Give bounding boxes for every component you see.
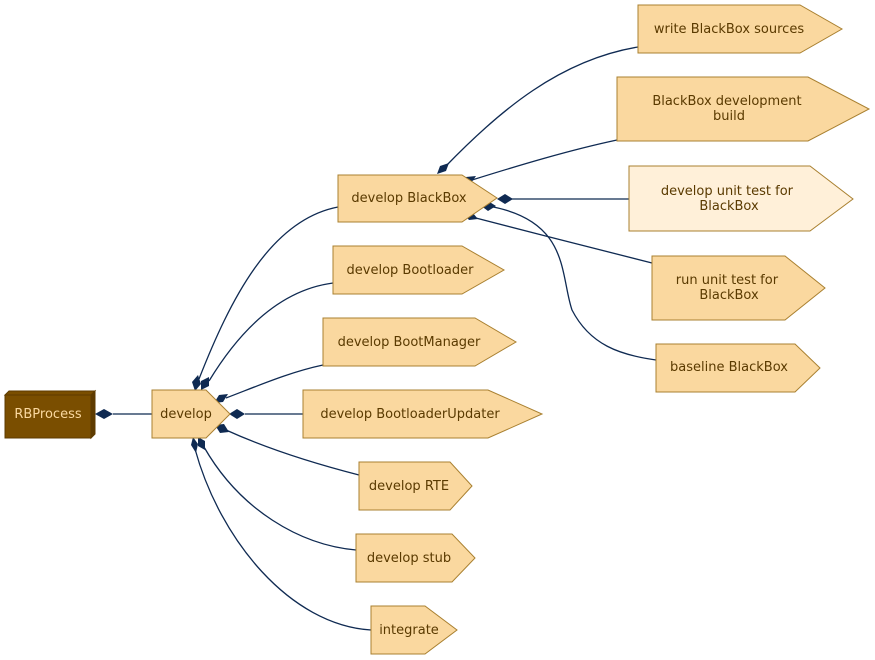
node-develop[interactable]: develop [151, 389, 231, 439]
edges [113, 46, 657, 631]
edge-develop-rte [225, 429, 360, 476]
develop-bootmanager-shape [322, 317, 517, 367]
develop-rte-shape [358, 461, 473, 511]
rbprocess-box-side [90, 389, 96, 440]
develop-bootloader-label: develop Bootloader [347, 263, 475, 278]
baseline-blackbox-shape [655, 343, 821, 393]
diamond-marker-icon [95, 409, 113, 419]
blackbox-development-build-line-2: build [713, 109, 745, 124]
develop-rte-label: develop RTE [369, 479, 449, 494]
node-develop-rte[interactable]: develop RTE [358, 461, 473, 511]
node-develop-bootloaderupdater[interactable]: develop BootloaderUpdater [302, 389, 544, 439]
edge-blackbox-run-test [471, 216, 653, 264]
diamond-marker-icon [191, 437, 198, 453]
diamond-marker-icon [437, 163, 449, 174]
diamond-marker-icon [229, 409, 245, 419]
edge-develop-integrate [194, 448, 372, 631]
edge-develop-bootmanager [225, 364, 324, 399]
diamond-marker-icon [198, 437, 205, 450]
edge-blackbox-write-sources [444, 46, 639, 168]
rbprocess-box-top [3, 390, 97, 396]
rbprocess-label: RBProcess [14, 407, 81, 422]
edge-develop-bootloader [208, 282, 334, 382]
write-blackbox-sources-label: write BlackBox sources [654, 22, 804, 37]
diamond-marker-icon [497, 194, 513, 204]
develop-blackbox-shape [337, 174, 498, 223]
develop-bootloaderupdater-label: develop BootloaderUpdater [320, 407, 500, 422]
rbprocess-box-front [4, 394, 92, 439]
node-write-blackbox-sources[interactable]: write BlackBox sources [637, 4, 844, 54]
develop-shape [151, 389, 231, 439]
edge-develop-stub [203, 446, 357, 551]
run-unit-test-shape [651, 255, 826, 321]
develop-label: develop [160, 407, 212, 422]
blackbox-development-build-label: BlackBox development build [652, 94, 805, 124]
diamond-marker-icon [215, 424, 229, 433]
diamond-marker-icon [201, 377, 209, 390]
blackbox-development-build-line-1: BlackBox development [652, 94, 801, 109]
run-unit-test-line-1: run unit test for [676, 273, 779, 288]
diamond-marker-icon [192, 375, 201, 391]
node-develop-stub[interactable]: develop stub [355, 533, 476, 583]
edge-blackbox-baseline [487, 205, 657, 361]
develop-unit-test-line-2: BlackBox [699, 199, 759, 214]
node-develop-bootloader[interactable]: develop Bootloader [332, 245, 506, 295]
develop-unit-test-line-1: develop unit test for [661, 184, 794, 199]
node-develop-unit-test[interactable]: develop unit test for BlackBox [628, 165, 854, 232]
run-unit-test-label: run unit test for BlackBox [676, 273, 782, 303]
develop-bootmanager-label: develop BootManager [338, 335, 481, 350]
blackbox-development-build-shape [616, 76, 871, 142]
develop-bootloader-shape [332, 245, 506, 295]
node-blackbox-development-build[interactable]: BlackBox development build [616, 76, 871, 142]
develop-bootloaderupdater-shape [302, 389, 544, 439]
node-run-unit-test[interactable]: run unit test for BlackBox [651, 255, 826, 321]
write-blackbox-sources-shape [637, 4, 844, 54]
develop-stub-label: develop stub [367, 551, 451, 566]
edge-develop-blackbox [198, 206, 339, 380]
integrate-shape [370, 605, 458, 655]
develop-stub-shape [355, 533, 476, 583]
node-rbprocess[interactable]: RBProcess [3, 389, 97, 440]
node-baseline-blackbox[interactable]: baseline BlackBox [655, 343, 821, 393]
run-unit-test-line-2: BlackBox [699, 288, 759, 303]
node-develop-bootmanager[interactable]: develop BootManager [322, 317, 517, 367]
develop-unit-test-shape [628, 165, 854, 232]
baseline-blackbox-label: baseline BlackBox [670, 360, 788, 375]
node-integrate[interactable]: integrate [370, 605, 458, 655]
diamond-marker-icon [214, 394, 228, 403]
develop-blackbox-label: develop BlackBox [351, 191, 467, 206]
integrate-label: integrate [379, 623, 439, 638]
edge-blackbox-build [471, 139, 618, 181]
develop-unit-test-label: develop unit test for BlackBox [661, 184, 797, 214]
node-develop-blackbox[interactable]: develop BlackBox [337, 174, 498, 223]
